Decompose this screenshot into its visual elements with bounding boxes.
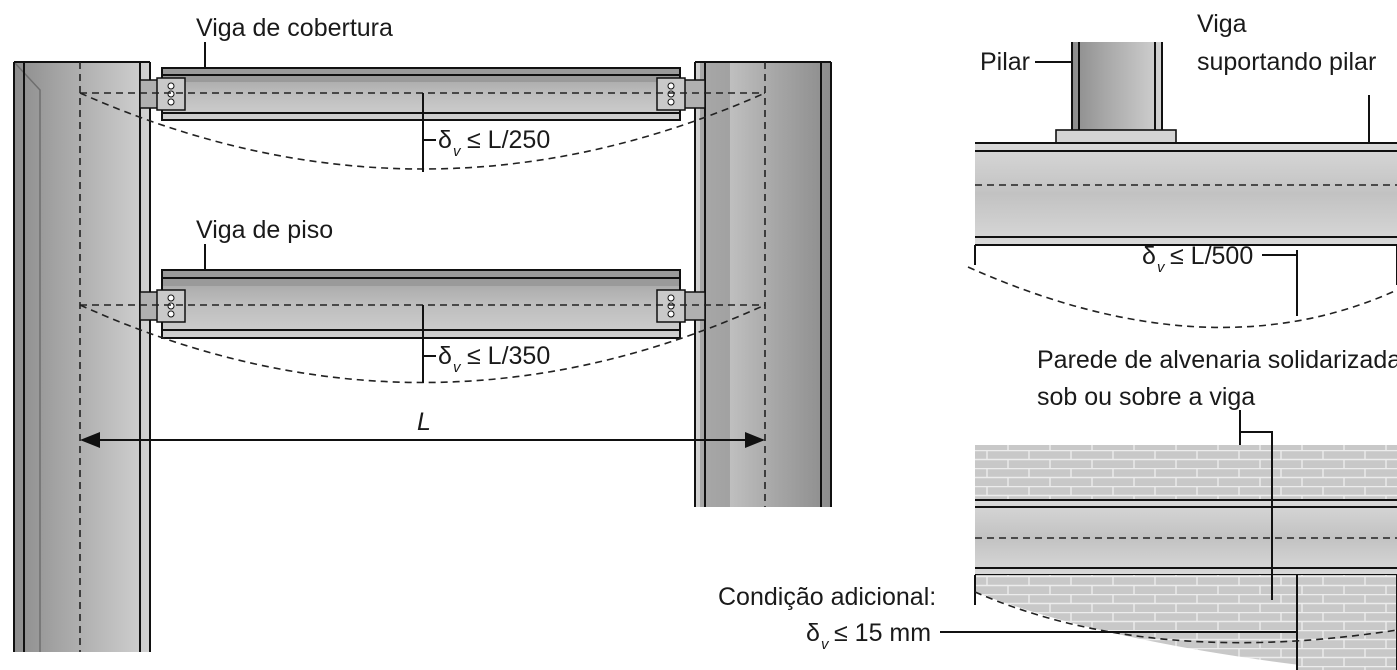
roof-beam-label: Viga de cobertura	[196, 14, 393, 42]
roof-delta-symbol: δ	[438, 126, 452, 154]
floor-beam-connection-right	[656, 289, 706, 323]
masonry-delta-sub: v	[821, 636, 830, 653]
floor-beam	[161, 269, 681, 339]
floor-delta-symbol: δ	[438, 342, 452, 370]
pillar-beam-delta-symbol: δ	[1142, 242, 1156, 270]
span-label: L	[417, 408, 431, 436]
right-column	[694, 61, 832, 507]
roof-beam-connection-right	[656, 77, 706, 111]
masonry-wall-above	[975, 445, 1397, 500]
floor-beam-label: Viga de piso	[196, 216, 333, 244]
floor-delta-sub: v	[453, 359, 462, 376]
supporting-beam-label-2: suportando pilar	[1197, 48, 1376, 76]
pillar	[1055, 42, 1177, 144]
roof-delta-sub: v	[453, 143, 462, 160]
pillar-beam-limit: ≤ L/500	[1170, 242, 1253, 270]
roof-beam-connection-left	[139, 77, 186, 111]
supporting-beam	[974, 142, 1397, 285]
masonry-limit: ≤ 15 mm	[834, 619, 931, 647]
masonry-wall-below	[974, 575, 1397, 670]
left-column	[13, 61, 151, 652]
masonry-leader	[1239, 410, 1273, 600]
masonry-deflection-curve	[974, 591, 1397, 644]
pillar-beam-deflection-curve	[967, 266, 1397, 329]
masonry-delta-symbol: δ	[806, 619, 820, 647]
roof-beam	[161, 67, 681, 121]
pillar-beam-delta-sub: v	[1157, 259, 1166, 276]
beam-under-masonry	[975, 499, 1397, 576]
additional-condition-label: Condição adicional:	[718, 583, 936, 611]
pillar-label: Pilar	[980, 48, 1030, 76]
masonry-label-2: sob ou sobre a viga	[1037, 383, 1255, 411]
floor-beam-connection-left	[139, 289, 186, 323]
masonry-label-1: Parede de alvenaria solidarizada	[1037, 346, 1397, 374]
roof-limit: ≤ L/250	[467, 126, 550, 154]
span-dimension	[80, 432, 765, 448]
supporting-beam-label-1: Viga	[1197, 10, 1247, 38]
floor-limit: ≤ L/350	[467, 342, 550, 370]
